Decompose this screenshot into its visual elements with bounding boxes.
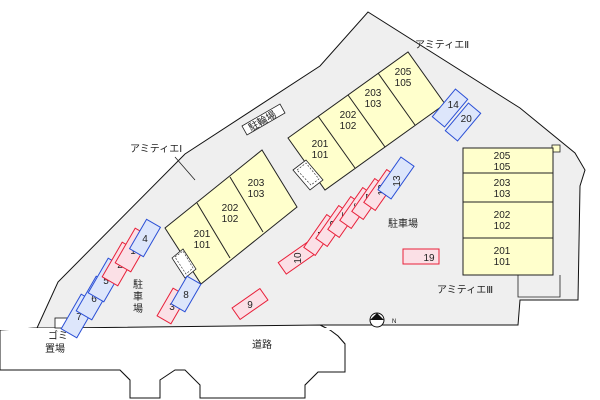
road-area (0, 324, 346, 399)
amity1-name: アミティエⅠ (130, 144, 182, 155)
amity3-unit-205: 205 105 (494, 151, 511, 173)
svg-text:5: 5 (103, 276, 109, 287)
svg-text:202: 202 (222, 203, 239, 214)
svg-text:202: 202 (494, 210, 511, 221)
svg-text:102: 102 (340, 121, 357, 132)
svg-text:105: 105 (395, 78, 412, 89)
svg-text:101: 101 (494, 257, 511, 268)
svg-text:車: 車 (133, 290, 143, 303)
amity3-unit-201: 201 101 (494, 246, 511, 268)
svg-text:103: 103 (248, 189, 265, 200)
svg-text:9: 9 (247, 300, 253, 311)
svg-text:20: 20 (461, 114, 473, 125)
svg-text:103: 103 (365, 99, 382, 110)
amity2-unit-203: 203 103 (365, 88, 382, 110)
svg-text:205: 205 (494, 151, 511, 162)
parking-left-label: 駐 車 場 (133, 278, 143, 315)
parking-left-row: 7 6 5 2 1 4 (60, 218, 162, 339)
amity3-unit-203: 203 103 (494, 178, 511, 200)
amity1-unit-201: 201 101 (194, 229, 211, 251)
svg-text:13: 13 (392, 175, 403, 187)
svg-text:ゴミ: ゴミ (48, 329, 68, 342)
svg-text:205: 205 (395, 67, 412, 78)
parking-space-8: 8 (170, 275, 202, 313)
parking-space-14: 14 (431, 88, 469, 128)
amity3-name: アミティエⅢ (437, 285, 493, 296)
parking-space-4: 4 (128, 218, 162, 258)
amity2-name: アミティエⅡ (415, 40, 469, 51)
svg-text:203: 203 (365, 88, 382, 99)
svg-text:202: 202 (340, 110, 357, 121)
svg-text:8: 8 (183, 290, 189, 301)
amity2-unit-201: 201 101 (312, 139, 329, 161)
parking-space-19: 19 (402, 248, 440, 265)
parking-space-20: 20 (444, 102, 482, 142)
svg-text:7: 7 (76, 312, 82, 323)
building-amity1 (164, 149, 298, 285)
parking-space-9: 9 (231, 287, 269, 321)
amity1-unit-203: 203 103 (248, 178, 265, 200)
svg-text:201: 201 (494, 246, 511, 257)
amity3-unit-202: 202 102 (494, 210, 511, 232)
svg-text:10: 10 (293, 252, 304, 264)
svg-text:1: 1 (130, 246, 136, 257)
amity1-unit-202: 202 102 (222, 203, 239, 225)
building-amity3 (462, 144, 561, 298)
svg-text:3: 3 (169, 302, 175, 313)
parking-center-row: 11 12 15 16 17 18 13 (303, 156, 415, 257)
svg-text:201: 201 (312, 139, 329, 150)
amity2-unit-205: 205 105 (395, 67, 412, 89)
parking-center-label: 駐車場 (388, 217, 418, 230)
svg-text:201: 201 (194, 229, 211, 240)
svg-text:場: 場 (133, 302, 143, 315)
svg-text:101: 101 (194, 240, 211, 251)
svg-text:101: 101 (312, 150, 329, 161)
svg-text:置場: 置場 (45, 342, 65, 355)
amity1-leader-line (174, 156, 196, 181)
svg-text:駐: 駐 (133, 278, 143, 291)
svg-text:N: N (392, 319, 396, 325)
parking-space-13: 13 (377, 156, 415, 200)
svg-text:6: 6 (91, 294, 97, 305)
svg-text:19: 19 (423, 253, 435, 264)
amity2-unit-202: 202 102 (340, 110, 357, 132)
compass-icon: N (369, 312, 396, 328)
svg-text:14: 14 (448, 100, 460, 111)
svg-text:4: 4 (142, 234, 148, 245)
garbage-label: ゴミ 置場 (45, 329, 68, 355)
svg-text:103: 103 (494, 189, 511, 200)
svg-text:203: 203 (248, 178, 265, 189)
road-label: 道路 (252, 338, 272, 351)
svg-text:102: 102 (494, 221, 511, 232)
svg-text:102: 102 (222, 214, 239, 225)
svg-text:105: 105 (494, 162, 511, 173)
svg-text:203: 203 (494, 178, 511, 189)
